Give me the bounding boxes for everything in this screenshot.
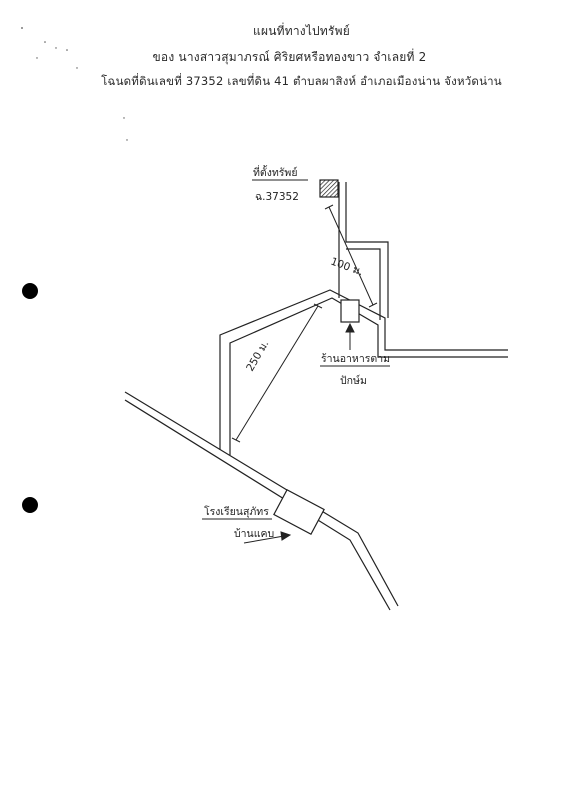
- property-parcel: [319, 179, 339, 198]
- school-building: [273, 488, 325, 536]
- dimension-line-250m: [231, 303, 323, 443]
- school-label-line2: บ้านแคบ: [234, 528, 274, 540]
- shop-label-line2: ปักษ์ม: [340, 374, 367, 387]
- main-road: [124, 391, 399, 611]
- school-arrow: [243, 531, 292, 544]
- dimension-line-100m: [324, 204, 378, 308]
- binder-hole-bottom: [22, 497, 38, 513]
- shop-arrow: [345, 322, 355, 350]
- shop-label-line1: ร้านอาหารตาม: [321, 353, 390, 365]
- distance-far-label: 250 ม.: [244, 338, 271, 373]
- side-road: [219, 289, 508, 455]
- school-label-line1: โรงเรียนสุภัทร: [204, 505, 269, 518]
- deed-line: โฉนดที่ดินเลขที่ 37352 เลขที่ดิน 41 ตำบล…: [101, 74, 502, 88]
- property-lane: [338, 182, 389, 320]
- shop-building: [340, 299, 360, 323]
- owner-line: ของ นางสาวสุมาภรณ์ ศิริยศหรือทองขาว จำเล…: [152, 50, 427, 64]
- distance-near-label: 100 ม.: [329, 256, 365, 279]
- deed-reference: ฉ.37352: [255, 191, 299, 203]
- binder-hole-top: [22, 283, 38, 299]
- scan-speckles: [21, 27, 128, 141]
- document-title: แผนที่ทางไปทรัพย์: [253, 24, 350, 38]
- property-label: ที่ตั้งทรัพย์: [253, 165, 298, 179]
